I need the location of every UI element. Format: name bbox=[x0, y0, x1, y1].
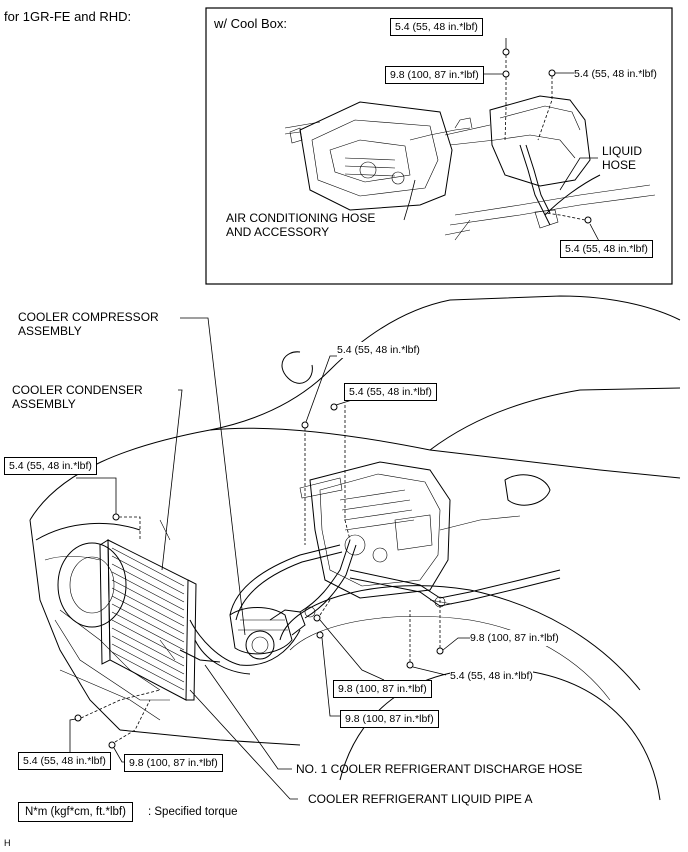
liquid-hose-label-line-2: HOSE bbox=[602, 158, 637, 172]
inset-torque-label-3: 5.4 (55, 48 in.*lbf) bbox=[574, 66, 657, 82]
torque-label-2: 5.4 (55, 48 in.*lbf) bbox=[344, 383, 437, 401]
torque-label-4: 9.8 (100, 87 in.*lbf) bbox=[470, 630, 559, 646]
bolt-icon-7 bbox=[316, 631, 324, 639]
bolt-icon-8 bbox=[74, 714, 82, 722]
liquid-pipe-label: COOLER REFRIGERANT LIQUID PIPE A bbox=[308, 792, 533, 806]
torque-label-3: 5.4 (55, 48 in.*lbf) bbox=[4, 457, 97, 475]
compressor-label-line-1: COOLER COMPRESSOR bbox=[18, 310, 159, 324]
main-fasteners bbox=[74, 403, 444, 749]
discharge-hose-label: NO. 1 COOLER REFRIGERANT DISCHARGE HOSE bbox=[296, 762, 583, 776]
ac-hose-label-line-2: AND ACCESSORY bbox=[226, 225, 330, 239]
inset-frame bbox=[205, 7, 673, 285]
torque-label-1: 5.4 (55, 48 in.*lbf) bbox=[337, 342, 420, 358]
bolt-icon-2 bbox=[330, 403, 338, 411]
legend-unit-box: N*m (kgf*cm, ft.*lbf) bbox=[18, 802, 133, 822]
inset-hvac-unit bbox=[284, 101, 453, 211]
bolt-icon-6 bbox=[313, 614, 321, 622]
inset-torque-label-4: 5.4 (55, 48 in.*lbf) bbox=[560, 240, 653, 258]
inset-title: w/ Cool Box: bbox=[214, 16, 287, 31]
condenser-label-line-1: COOLER CONDENSER bbox=[12, 383, 143, 397]
torque-label-5: 5.4 (55, 48 in.*lbf) bbox=[450, 668, 533, 684]
torque-label-8: 5.4 (55, 48 in.*lbf) bbox=[18, 752, 111, 770]
torque-label-7: 9.8 (100, 87 in.*lbf) bbox=[340, 710, 439, 728]
bolt-icon-3 bbox=[112, 513, 120, 521]
torque-label-6: 9.8 (100, 87 in.*lbf) bbox=[333, 680, 432, 698]
bolt-icon-9 bbox=[108, 741, 116, 749]
bolt-icon-1 bbox=[301, 421, 309, 429]
inset-torque-label-2: 9.8 (100, 87 in.*lbf) bbox=[385, 66, 484, 84]
bolt-icon-5 bbox=[406, 661, 414, 669]
main-condenser bbox=[99, 519, 197, 701]
inset-bolt-icon-2 bbox=[502, 70, 510, 78]
torque-label-9: 9.8 (100, 87 in.*lbf) bbox=[124, 754, 223, 772]
ac-hose-label-line-1: AIR CONDITIONING HOSE bbox=[226, 211, 376, 225]
main-refrigerant-lines bbox=[179, 539, 561, 675]
figure-code: H bbox=[4, 838, 11, 848]
inset-torque-label-1: 5.4 (55, 48 in.*lbf) bbox=[390, 18, 483, 36]
inset-bolt-icon-4 bbox=[584, 216, 592, 224]
page-title: for 1GR-FE and RHD: bbox=[4, 9, 132, 24]
inset-cool-box bbox=[409, 95, 591, 187]
inset-liquid-hose bbox=[444, 144, 656, 241]
legend-description: : Specified torque bbox=[148, 806, 238, 818]
condenser-label-line-2: ASSEMBLY bbox=[12, 397, 76, 411]
main-hvac-unit bbox=[299, 461, 521, 599]
headlamp bbox=[57, 542, 127, 628]
main-compressor bbox=[229, 607, 306, 660]
compressor-label-line-2: ASSEMBLY bbox=[18, 324, 82, 338]
inset-bolt-icon-1 bbox=[502, 48, 510, 56]
inset-bolt-icon-3 bbox=[548, 69, 556, 77]
bolt-icon-4 bbox=[436, 647, 444, 655]
liquid-hose-label-line-1: LIQUID bbox=[602, 144, 643, 158]
